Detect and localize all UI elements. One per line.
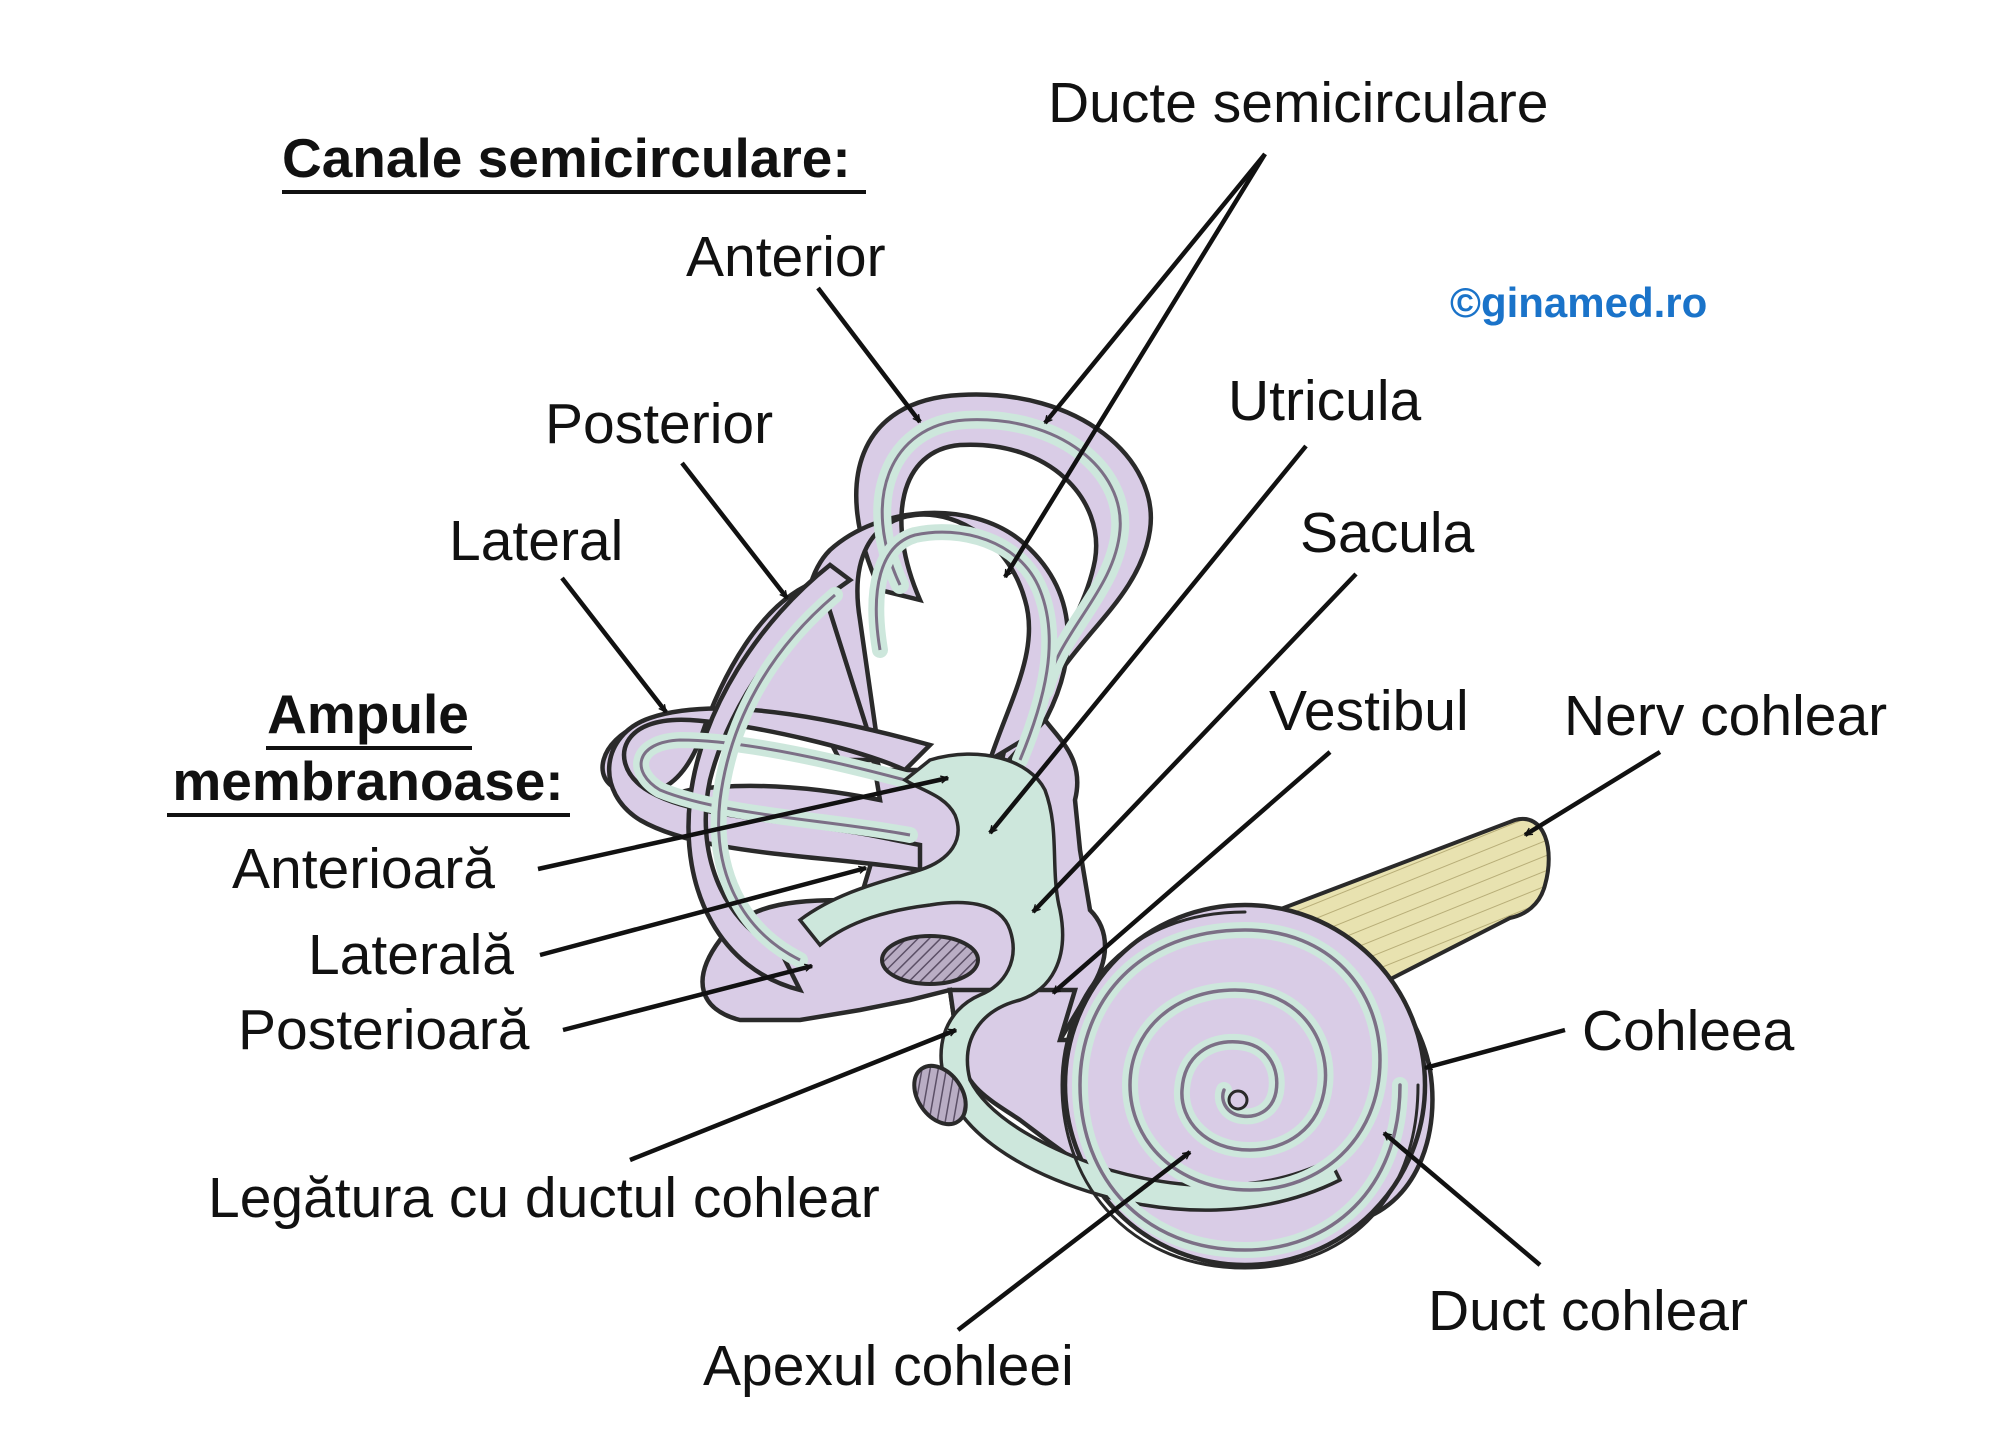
arrow-anterior xyxy=(816,286,922,424)
anatomy-illustration xyxy=(600,392,1551,1270)
label-sacula: Sacula xyxy=(1300,501,1475,565)
copyright-text: ©ginamed.ro xyxy=(1450,279,1707,326)
label-anterior: Anterior xyxy=(686,225,886,289)
arrow-sacula xyxy=(1031,572,1358,914)
arrow-legatura xyxy=(629,1027,956,1163)
label-posterioara: Posterioară xyxy=(238,998,530,1062)
heading-ampule-line2: membranoase: xyxy=(172,750,563,812)
label-ducte-semicirculare: Ducte semicirculare xyxy=(1048,71,1548,135)
label-vestibul: Vestibul xyxy=(1269,679,1469,743)
arrow-ducte-2 xyxy=(1003,152,1267,577)
label-laterala: Laterală xyxy=(308,923,514,987)
label-utricula: Utricula xyxy=(1228,369,1422,433)
arrow-ducte-1 xyxy=(1043,152,1267,425)
label-anterioara: Anterioară xyxy=(232,837,495,901)
label-cohleea: Cohleea xyxy=(1582,999,1795,1063)
arrow-nerv-cohlear xyxy=(1525,750,1662,837)
arrow-laterala xyxy=(539,868,866,958)
leader-arrows xyxy=(537,152,1662,1332)
arrow-anterioara xyxy=(537,778,948,872)
arrow-duct-cohlear xyxy=(1382,1131,1542,1267)
label-posterior: Posterior xyxy=(545,392,773,456)
label-apexul-cohleei: Apexul cohleei xyxy=(703,1334,1074,1398)
labels: Canale semicirculare: Ampule membranoase… xyxy=(167,71,1887,1398)
arrow-vestibul xyxy=(1051,750,1332,995)
arrow-lateral xyxy=(560,576,668,714)
arrow-posterioara xyxy=(562,966,812,1033)
arrow-cohleea xyxy=(1425,1027,1566,1068)
cochlea-spiral xyxy=(1060,910,1420,1270)
heading-canale-semicirculare: Canale semicirculare: xyxy=(282,127,851,189)
heading-ampule-line1: Ampule xyxy=(267,683,469,745)
arrow-utricula xyxy=(988,444,1308,835)
label-lateral: Lateral xyxy=(449,509,623,573)
label-legatura: Legătura cu ductul cohlear xyxy=(208,1166,880,1230)
label-nerv-cohlear: Nerv cohlear xyxy=(1564,684,1887,748)
arrow-apexul-cohleei xyxy=(956,1150,1192,1332)
label-duct-cohlear: Duct cohlear xyxy=(1428,1279,1748,1343)
arrow-posterior xyxy=(680,461,789,600)
membranous-labyrinth xyxy=(633,410,1343,1212)
